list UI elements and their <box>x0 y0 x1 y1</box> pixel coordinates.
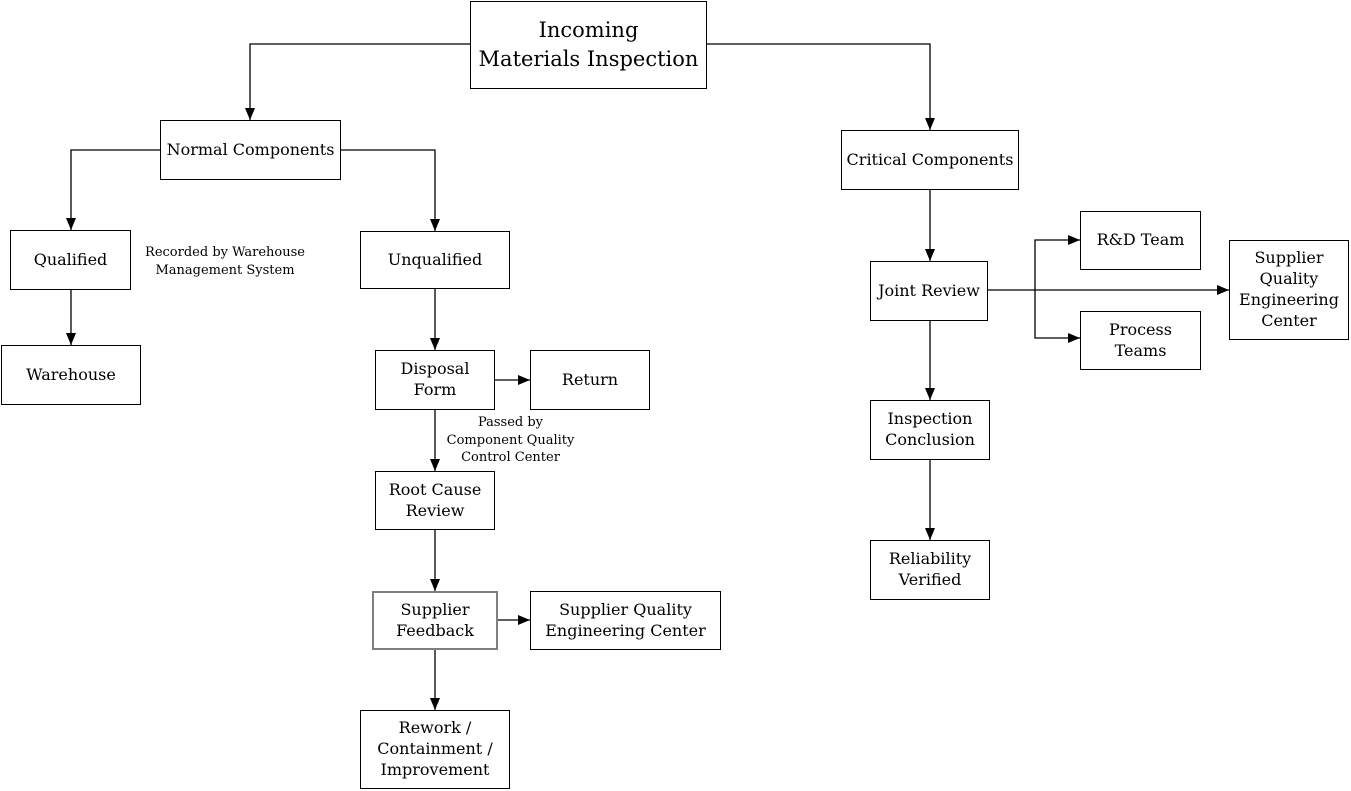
node-return: Return <box>530 350 650 410</box>
node-supplier-feedback: Supplier Feedback <box>372 591 498 650</box>
node-rework-containment-improvement: Rework / Containment / Improvement <box>360 710 510 789</box>
node-supplier-quality-engineering-center-right: Supplier Quality Engineering Center <box>1229 240 1349 340</box>
edge-incoming-to-critical <box>707 43 935 130</box>
node-unqualified: Unqualified <box>360 231 510 289</box>
node-rd-team: R&D Team <box>1080 211 1201 270</box>
node-qualified: Qualified <box>10 230 131 290</box>
node-normal-components: Normal Components <box>160 120 341 180</box>
annotation-recorded-by-warehouse: Recorded by Warehouse Management System <box>145 245 305 278</box>
edge-normal-to-unqualified <box>341 149 440 231</box>
node-disposal-form: Disposal Form <box>375 350 495 410</box>
node-reliability-verified: Reliability Verified <box>870 540 990 600</box>
annotation-passed-by-cqcc: Passed by Component Quality Control Cent… <box>446 415 575 466</box>
node-critical-components: Critical Components <box>841 130 1019 190</box>
node-incoming-materials-inspection: Incoming Materials Inspection <box>470 1 707 89</box>
node-process-teams: Process Teams <box>1080 311 1201 370</box>
edge-normal-to-qualified <box>66 149 160 230</box>
node-supplier-quality-engineering-center-mid: Supplier Quality Engineering Center <box>530 591 721 650</box>
node-joint-review: Joint Review <box>870 261 988 321</box>
node-warehouse: Warehouse <box>1 345 141 405</box>
node-root-cause-review: Root Cause Review <box>375 471 495 530</box>
edge-jointreview-to-rdteam <box>1034 235 1080 290</box>
node-inspection-conclusion: Inspection Conclusion <box>870 400 990 460</box>
edge-incoming-to-normal <box>245 43 470 120</box>
edge-jointreview-to-processteams <box>1034 290 1080 343</box>
